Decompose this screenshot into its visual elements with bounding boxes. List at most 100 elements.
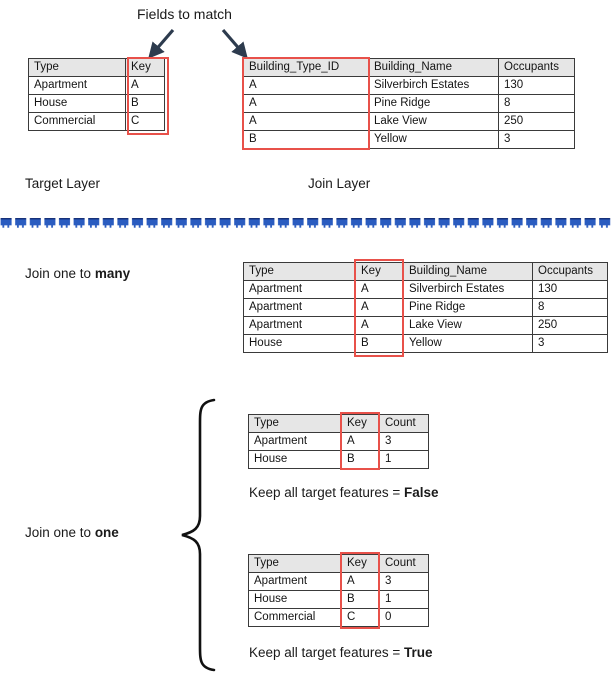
- table-row: House B Yellow 3: [243, 334, 608, 353]
- target-layer-table-wrapper: Type Key Apartment A House B Commercial …: [28, 57, 169, 135]
- table-row: B Yellow 3: [243, 130, 575, 149]
- table-row: House B 1: [248, 450, 429, 469]
- cell-building-type-id: B: [243, 130, 369, 149]
- cell-type: Commercial: [28, 112, 126, 131]
- keep-all-value-true: True: [403, 645, 433, 660]
- table-row: House B: [28, 94, 165, 113]
- table-header-row: Type Key Building_Name Occupants: [243, 262, 608, 281]
- cell-key: B: [341, 450, 380, 469]
- keep-all-false-caption: Keep all target features = False: [249, 485, 439, 501]
- keep-all-true-caption: Keep all target features = True: [249, 645, 433, 661]
- column-header-occupants: Occupants: [498, 58, 575, 77]
- cell-building-type-id: A: [243, 94, 369, 113]
- cell-occupants: 130: [532, 280, 608, 299]
- cell-type: House: [248, 450, 342, 469]
- cell-type: House: [28, 94, 126, 113]
- fields-to-match-label: Fields to match: [137, 6, 232, 22]
- table-row: Commercial C: [28, 112, 165, 131]
- one-to-one-true-table-wrapper: Type Key Count Apartment A 3 House B 1 C…: [248, 552, 429, 629]
- cell-type: Apartment: [243, 280, 356, 299]
- column-header-building-name: Building_Name: [403, 262, 533, 281]
- arrow-to-join-key-icon: [221, 28, 248, 59]
- cell-key: A: [355, 316, 404, 335]
- table-header-row: Building_Type_ID Building_Name Occupants: [243, 58, 575, 77]
- join-layer-table: Building_Type_ID Building_Name Occupants…: [243, 58, 575, 149]
- cell-building-name: Yellow: [368, 130, 499, 149]
- table-row: Apartment A: [28, 76, 165, 95]
- target-layer-caption: Target Layer: [25, 176, 101, 191]
- cell-count: 0: [379, 608, 429, 627]
- cell-key: A: [341, 432, 380, 451]
- section-divider: [0, 218, 613, 229]
- cell-building-name: Pine Ridge: [403, 298, 533, 317]
- cell-occupants: 8: [532, 298, 608, 317]
- column-header-type: Type: [243, 262, 356, 281]
- join-layer-caption: Join Layer: [308, 176, 371, 191]
- table-row: Commercial C 0: [248, 608, 429, 627]
- cell-count: 3: [379, 432, 429, 451]
- table-row: Apartment A Lake View 250: [243, 316, 608, 335]
- keep-all-value-false: False: [403, 485, 439, 500]
- cell-key: B: [341, 590, 380, 609]
- cell-type: Apartment: [28, 76, 126, 95]
- cell-type: Apartment: [248, 572, 342, 591]
- column-header-key: Key: [341, 554, 380, 573]
- cell-type: Apartment: [243, 316, 356, 335]
- column-header-building-type-id: Building_Type_ID: [243, 58, 369, 77]
- cell-key: B: [355, 334, 404, 353]
- cell-key: B: [125, 94, 165, 113]
- cell-key: A: [355, 298, 404, 317]
- join-layer-table-wrapper: Building_Type_ID Building_Name Occupants…: [242, 57, 575, 150]
- cell-key: C: [341, 608, 380, 627]
- cell-type: Commercial: [248, 608, 342, 627]
- table-header-row: Type Key Count: [248, 414, 429, 433]
- table-header-row: Type Key: [28, 58, 165, 77]
- table-row: Apartment A Pine Ridge 8: [243, 298, 608, 317]
- table-row: A Pine Ridge 8: [243, 94, 575, 113]
- one-to-many-table-wrapper: Type Key Building_Name Occupants Apartme…: [243, 259, 608, 357]
- cell-building-name: Lake View: [403, 316, 533, 335]
- cell-key: A: [341, 572, 380, 591]
- column-header-key: Key: [355, 262, 404, 281]
- cell-type: House: [248, 590, 342, 609]
- arrow-to-target-key-icon: [148, 28, 175, 59]
- cell-building-name: Silverbirch Estates: [403, 280, 533, 299]
- cell-key: A: [355, 280, 404, 299]
- cell-building-type-id: A: [243, 112, 369, 131]
- table-row: Apartment A 3: [248, 572, 429, 591]
- cell-occupants: 250: [498, 112, 575, 131]
- join-one-to-many-label: Join one to many: [25, 266, 130, 282]
- table-row: A Silverbirch Estates 130: [243, 76, 575, 95]
- cell-occupants: 130: [498, 76, 575, 95]
- one-to-one-true-table: Type Key Count Apartment A 3 House B 1 C…: [248, 554, 429, 627]
- join-one-to-many-prefix: Join one to: [25, 266, 95, 281]
- cell-type: Apartment: [243, 298, 356, 317]
- column-header-type: Type: [248, 554, 342, 573]
- column-header-building-name: Building_Name: [368, 58, 499, 77]
- target-layer-table: Type Key Apartment A House B Commercial …: [28, 58, 165, 131]
- cell-count: 1: [379, 590, 429, 609]
- join-one-to-one-label: Join one to one: [25, 525, 119, 541]
- table-row: Apartment A 3: [248, 432, 429, 451]
- cell-building-name: Pine Ridge: [368, 94, 499, 113]
- cell-key: C: [125, 112, 165, 131]
- cell-occupants: 3: [532, 334, 608, 353]
- one-to-many-table: Type Key Building_Name Occupants Apartme…: [243, 262, 608, 353]
- table-row: House B 1: [248, 590, 429, 609]
- cell-building-name: Yellow: [403, 334, 533, 353]
- cell-occupants: 3: [498, 130, 575, 149]
- cell-occupants: 250: [532, 316, 608, 335]
- column-header-key: Key: [125, 58, 165, 77]
- cell-building-name: Lake View: [368, 112, 499, 131]
- column-header-type: Type: [28, 58, 126, 77]
- keep-all-prefix: Keep all target features =: [249, 485, 404, 500]
- table-row: A Lake View 250: [243, 112, 575, 131]
- table-header-row: Type Key Count: [248, 554, 429, 573]
- cell-key: A: [125, 76, 165, 95]
- column-header-key: Key: [341, 414, 380, 433]
- join-one-to-one-brace: [181, 398, 216, 672]
- cell-building-name: Silverbirch Estates: [368, 76, 499, 95]
- column-header-type: Type: [248, 414, 342, 433]
- cell-building-type-id: A: [243, 76, 369, 95]
- join-one-to-one-emphasis: one: [94, 525, 119, 540]
